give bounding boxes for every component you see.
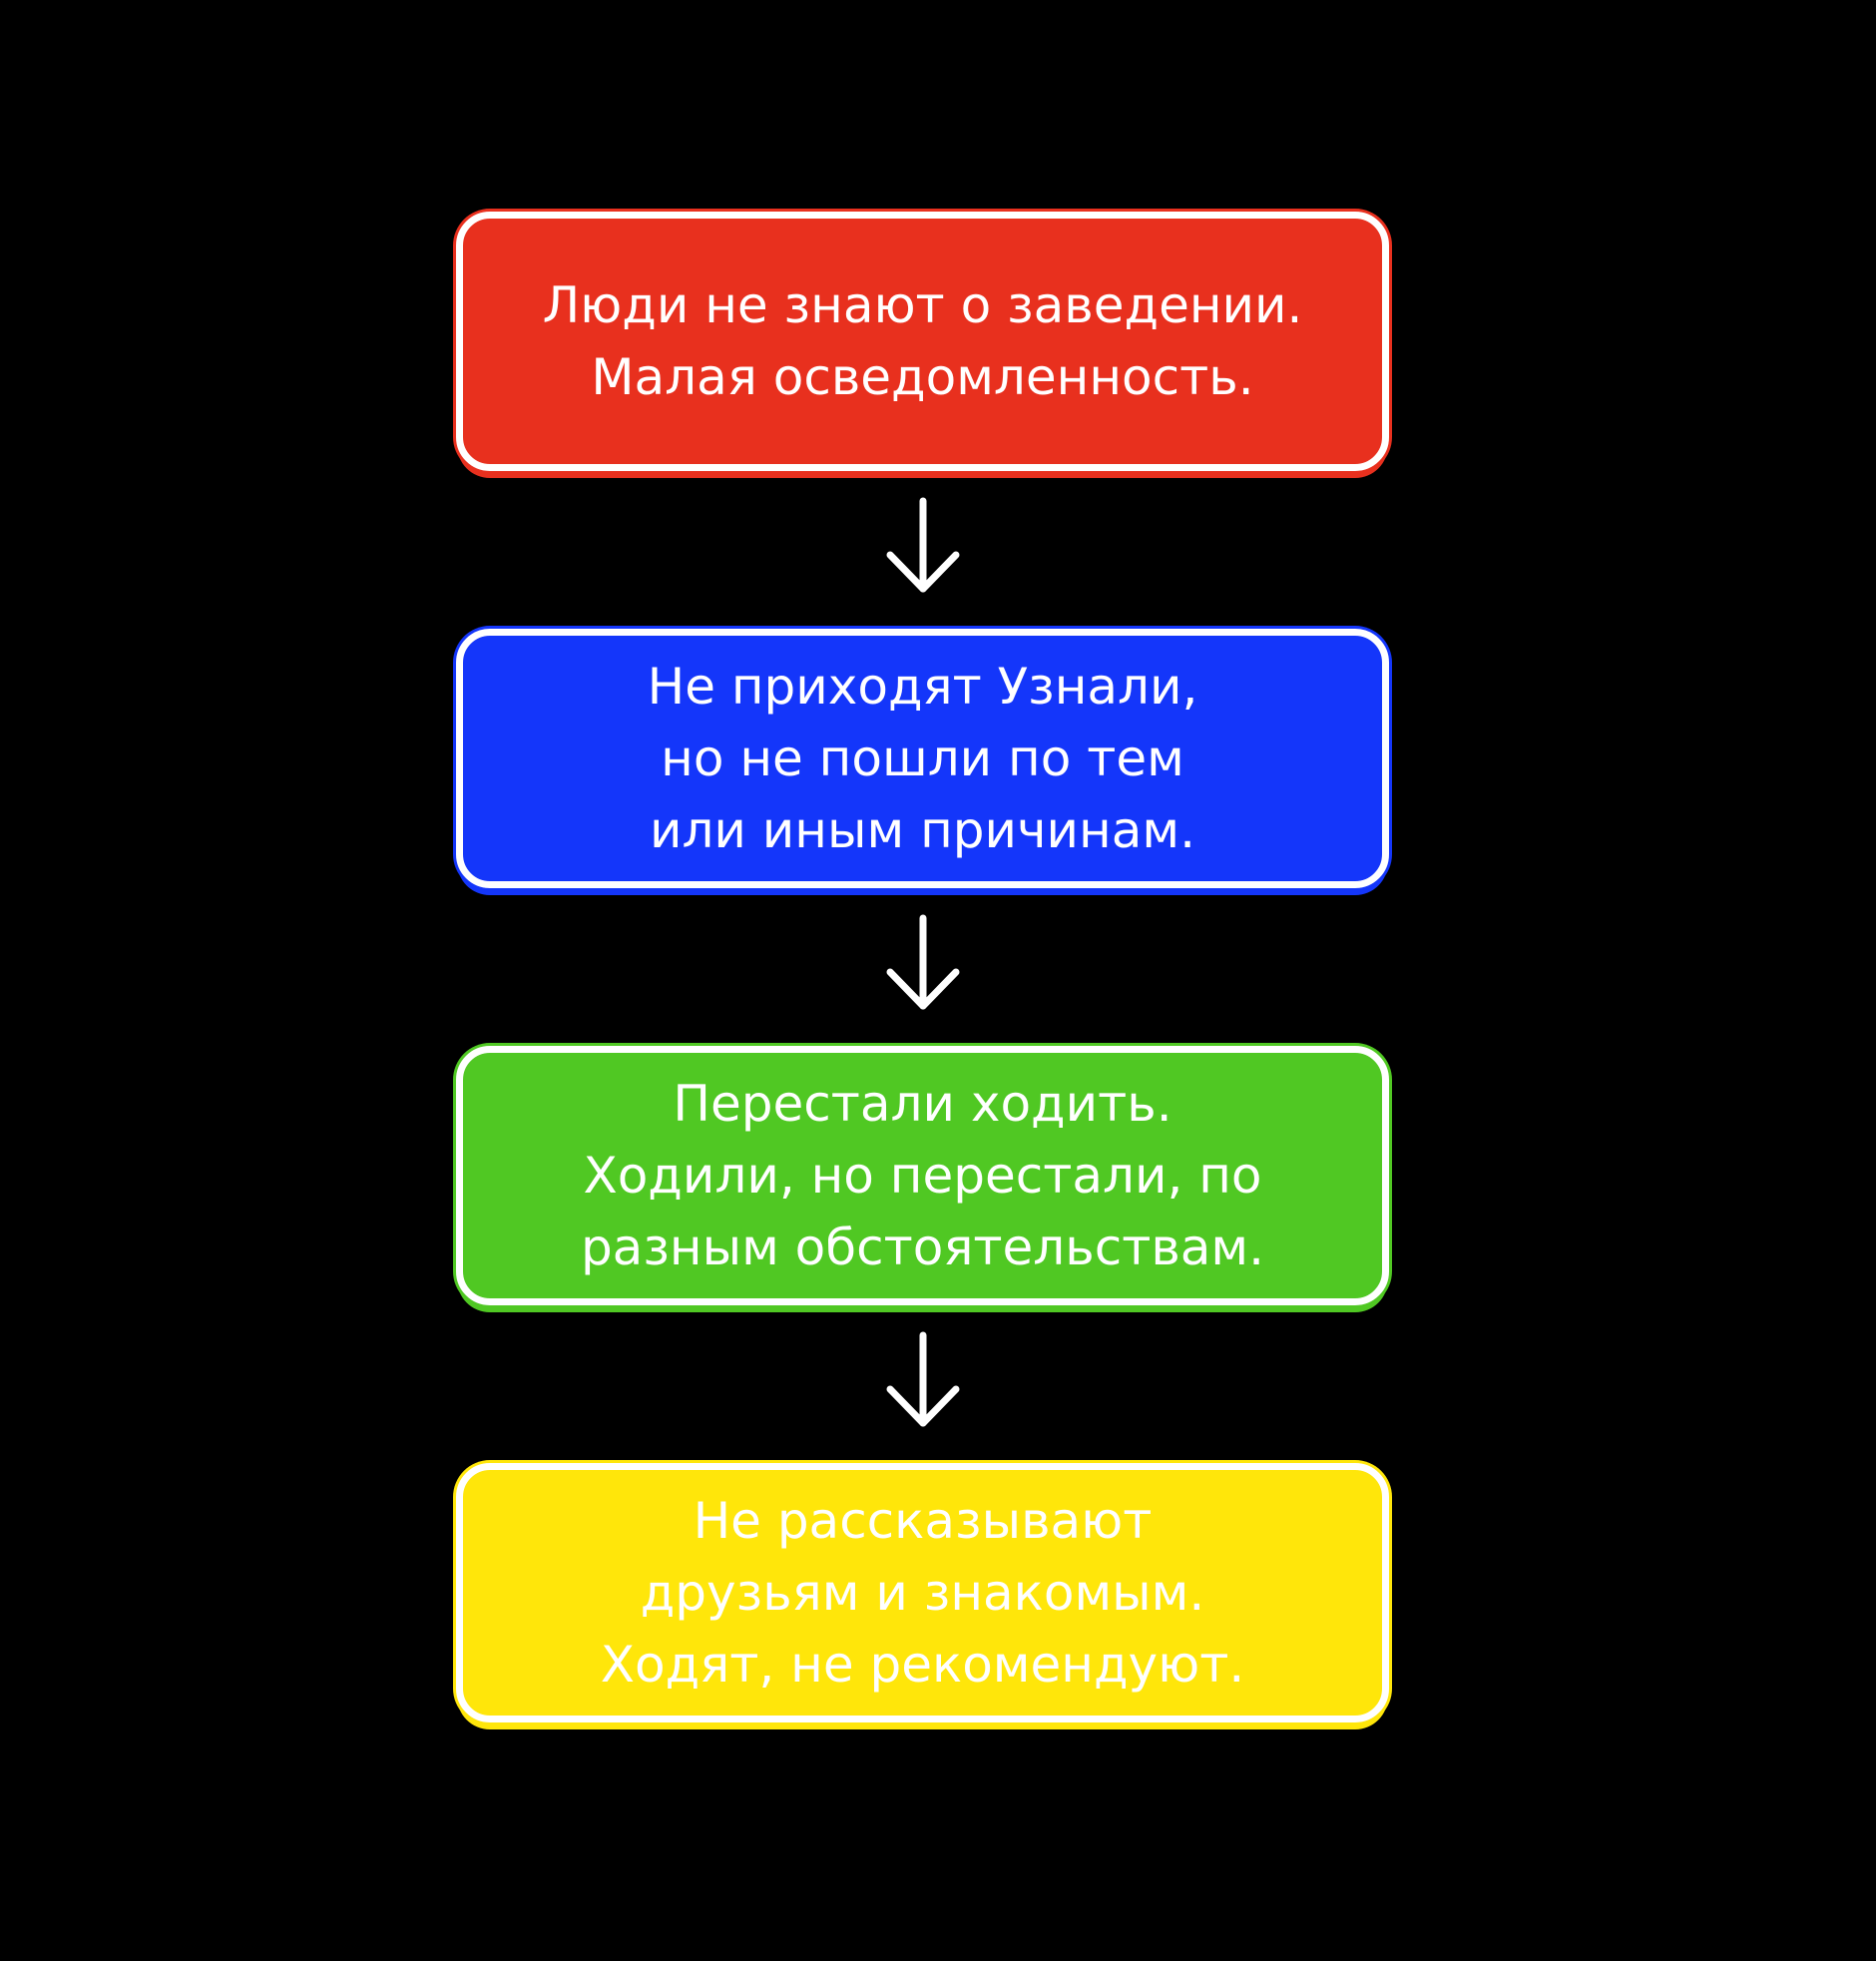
step-3-text: Перестали ходить. Ходили, но перестали, …: [580, 1075, 1265, 1276]
step-1-text: Люди не знают о заведении. Малая осведом…: [542, 276, 1303, 406]
down-arrow-icon: [886, 1331, 960, 1427]
step-2-box: Не приходят Узнали, но не пошли по тем и…: [456, 629, 1389, 888]
step-4-text: Не рассказывают друзьям и знакомым. Ходя…: [600, 1492, 1245, 1694]
step-3-box: Перестали ходить. Ходили, но перестали, …: [456, 1046, 1389, 1305]
step-4-box: Не рассказывают друзьям и знакомым. Ходя…: [456, 1463, 1389, 1722]
down-arrow-icon: [886, 497, 960, 593]
down-arrow-icon: [886, 914, 960, 1010]
step-2-text: Не приходят Узнали, но не пошли по тем и…: [647, 658, 1198, 859]
step-1-box: Люди не знают о заведении. Малая осведом…: [456, 212, 1389, 471]
